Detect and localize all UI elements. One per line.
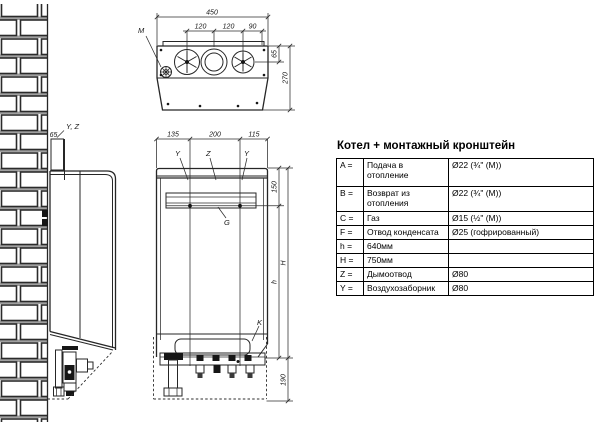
front-connection-labels: Y Z Y — [175, 149, 250, 181]
top-depth-axis-dim: 65 — [272, 50, 279, 58]
condensate-pipe — [163, 359, 183, 397]
row-value — [448, 239, 594, 254]
row-value: Ø15 (½" (M)) — [448, 211, 594, 226]
bolt-m-label: M — [138, 26, 145, 35]
mounting-bracket: G — [165, 192, 284, 227]
bracket-hole — [188, 203, 192, 208]
row-value: Ø25 (гофрированный) — [448, 225, 594, 240]
corner-k-label: K — [257, 318, 263, 327]
air-right-label: Y — [244, 149, 250, 158]
row-value: Ø80 — [448, 267, 594, 282]
bracket-g-label: G — [224, 218, 230, 227]
row-letter: H = — [336, 253, 364, 268]
front-seg-c-dim: 115 — [248, 132, 259, 139]
row-letter: B = — [336, 186, 364, 212]
side-boiler-body — [49, 170, 117, 351]
front-right-dimensions: 150 h H 190 — [265, 165, 293, 404]
top-view: 450 120 120 90 65 270 M — [138, 10, 295, 113]
side-flue-label: Y, Z — [66, 122, 79, 131]
top-view-dimensions: 450 120 120 90 65 270 M — [138, 10, 295, 113]
table-title: Котел + монтажный кронштейн — [337, 140, 516, 152]
brick-wall — [0, 4, 49, 422]
front-dim-190: 190 — [281, 374, 288, 386]
corner-k: K — [251, 318, 263, 342]
side-pipe-fittings — [53, 346, 94, 397]
row-letter: C = — [336, 211, 364, 226]
side-view: 65 Y, Z — [47, 122, 117, 400]
front-dim-h: h — [272, 280, 279, 284]
row-value — [448, 253, 594, 268]
air-intake-left — [174, 49, 200, 75]
front-boiler-body — [155, 167, 269, 358]
side-flue-stub — [50, 138, 65, 180]
side-dimension-labels: 65 Y, Z — [50, 122, 80, 139]
row-value: Ø22 (¾" (M)) — [448, 158, 594, 187]
row-value: Ø22 (¾" (M)) — [448, 186, 594, 212]
row-value: Ø80 — [448, 281, 594, 296]
row-name: 750мм — [363, 253, 449, 268]
air-intake-right — [231, 50, 255, 74]
top-seg-c-dim: 90 — [249, 24, 257, 31]
row-letter: Y = — [336, 281, 364, 296]
bottom-manifold — [159, 352, 266, 397]
table-row: F = Отвод конденсата Ø25 (гофрированный) — [336, 225, 594, 240]
bracket-hole — [238, 203, 242, 208]
row-letter: Z = — [336, 267, 364, 282]
spec-panel: Котел + монтажный кронштейн A = Подача в… — [336, 140, 594, 296]
front-dim-150: 150 — [272, 181, 279, 193]
side-dashed-outline — [47, 345, 114, 400]
table-row: h = 640мм — [336, 239, 594, 254]
table-row: Y = Воздухозаборник Ø80 — [336, 281, 594, 296]
side-clearance-dim: 65 — [50, 132, 58, 139]
mounting-bolt — [160, 66, 172, 78]
top-view-casing — [156, 41, 269, 111]
row-letter: F = — [336, 225, 364, 240]
front-top-dimensions: 135 200 115 — [154, 132, 270, 366]
top-seg-a-dim: 120 — [195, 24, 207, 31]
row-name: Отвод конденсата — [363, 225, 449, 240]
wall-anchor-bolt — [42, 210, 48, 217]
air-left-label: Y — [175, 149, 181, 158]
flue-center-label: Z — [205, 149, 211, 158]
row-name: Воздухозаборник — [363, 281, 449, 296]
wall-anchor-bolt — [42, 219, 48, 226]
row-letter: h = — [336, 239, 364, 254]
row-name: 640мм — [363, 239, 449, 254]
front-seg-a-dim: 135 — [167, 132, 179, 139]
row-name: Дымоотвод — [363, 267, 449, 282]
row-letter: A = — [336, 158, 364, 187]
flue-collar-center — [200, 48, 228, 76]
table-row: H = 750мм — [336, 253, 594, 268]
table-row: C = Газ Ø15 (½" (M)) — [336, 211, 594, 226]
front-view: 135 200 115 Y Z Y — [153, 132, 293, 404]
screw-holes — [159, 48, 266, 108]
top-depth-total-dim: 270 — [283, 72, 290, 85]
top-seg-b-dim: 120 — [223, 24, 235, 31]
front-dim-H: H — [281, 260, 288, 266]
row-name: Газ — [363, 211, 449, 226]
top-width-total-dim: 450 — [206, 10, 218, 17]
table-row: Z = Дымоотвод Ø80 — [336, 267, 594, 282]
front-dashed-outline — [153, 337, 267, 400]
front-seg-b-dim: 200 — [208, 132, 221, 139]
